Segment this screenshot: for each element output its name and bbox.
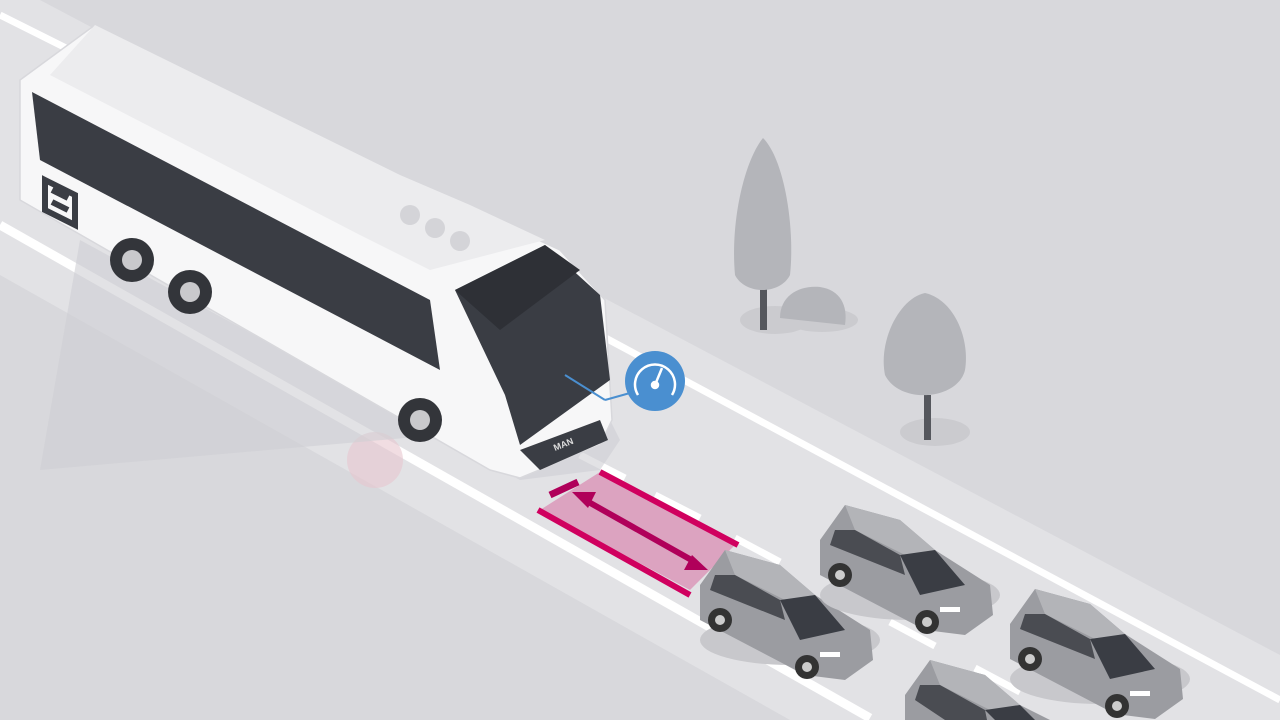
center-dashed-line [578,451,1022,696]
bus-side-windows [32,92,440,370]
bus-wheels [110,238,442,442]
car [1010,589,1190,719]
speedometer-badge [564,351,685,411]
faded-sensor-mark [347,432,403,488]
distance-zone [536,469,740,598]
car [820,505,1000,635]
lane-edge-line-top [0,11,72,54]
roof-vents [400,205,470,251]
bus: MAN [19,24,620,480]
double-arrow-icon [572,492,708,570]
lane-edge-line-far [598,331,1280,704]
speedometer-icon [633,363,677,396]
tree [883,293,970,446]
rock [780,286,858,332]
car [905,660,1050,720]
car [700,550,880,680]
